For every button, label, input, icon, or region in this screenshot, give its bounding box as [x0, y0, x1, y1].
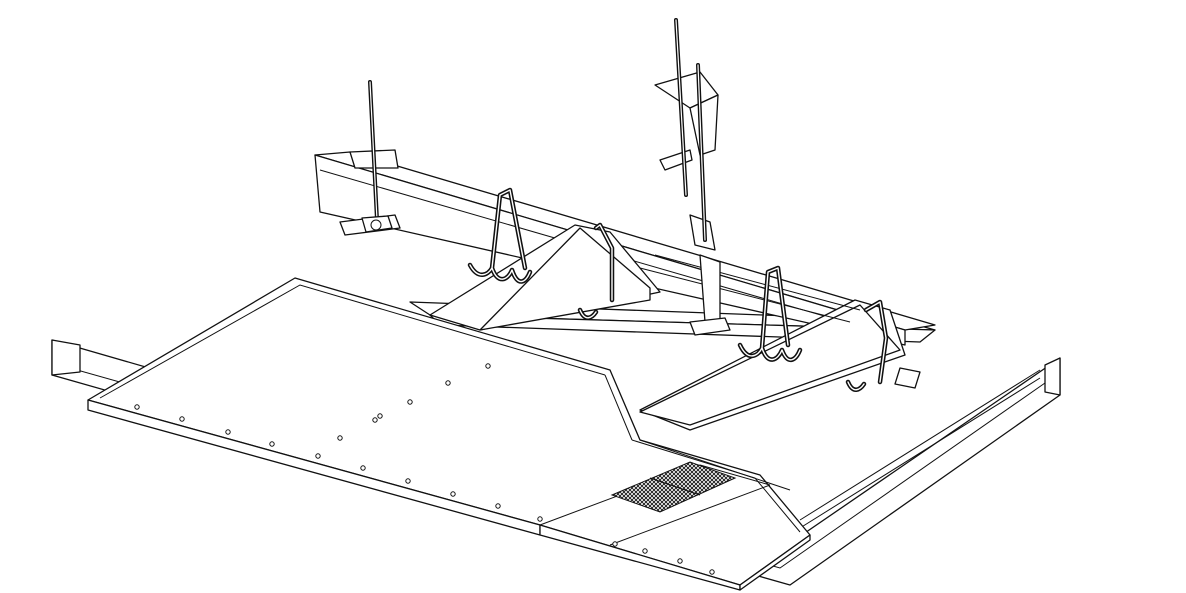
threaded-rod-right	[674, 18, 707, 242]
cross-rails	[429, 224, 906, 431]
rivet-hole	[315, 453, 321, 459]
rivet-hole	[537, 516, 543, 522]
rivet-hole	[495, 503, 501, 509]
rivet-hole	[642, 548, 648, 554]
wire-clip-hangers	[467, 187, 889, 392]
rivet-hole	[179, 416, 185, 422]
ceiling-tray-panel	[87, 277, 811, 591]
rivet-hole	[134, 404, 140, 410]
rivet-hole	[612, 541, 618, 547]
rivet-hole	[269, 441, 275, 447]
rivet-holes	[134, 363, 715, 575]
rivet-hole	[407, 399, 413, 405]
rivet-hole	[372, 417, 378, 423]
rivet-hole	[709, 569, 715, 575]
rivet-hole	[445, 380, 451, 386]
rivet-hole	[405, 478, 411, 484]
rivet-hole	[485, 363, 491, 369]
rivet-hole	[677, 558, 683, 564]
rivet-hole	[377, 413, 383, 419]
perforated-vent-grille	[610, 461, 737, 513]
rivet-hole	[337, 435, 343, 441]
rivet-hole	[450, 491, 456, 497]
rivet-hole	[360, 465, 366, 471]
threaded-rod-left	[361, 80, 393, 233]
rivet-hole	[225, 429, 231, 435]
